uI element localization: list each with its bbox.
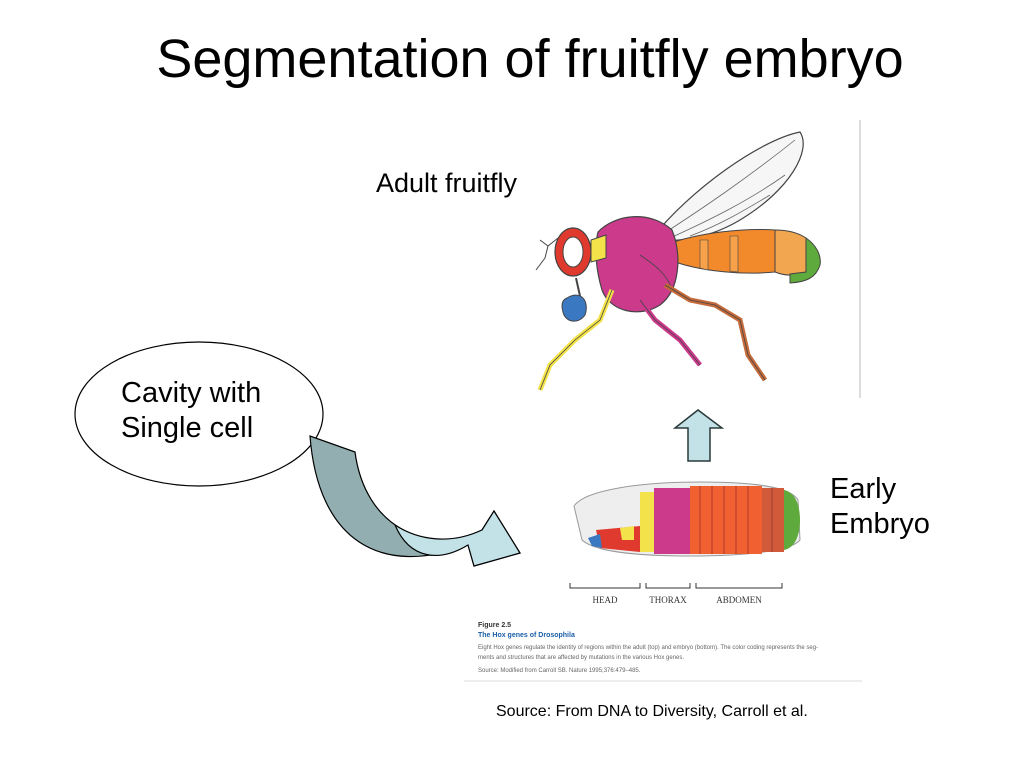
cavity-ellipse: [74, 341, 324, 487]
caption-line-2: ments and structures that are affected b…: [478, 655, 684, 661]
hind-leg: [663, 282, 768, 382]
abdomen-segment: [729, 235, 739, 273]
slide-title: Segmentation of fruitfly embryo: [156, 29, 904, 89]
cavity-label-line1: Cavity with: [121, 377, 262, 409]
curved-arrow: [309, 435, 521, 567]
caption-figure-number: Figure 2.5: [478, 622, 511, 629]
embryo-band-yellow: [640, 492, 654, 552]
abdomen-hatched: [774, 229, 807, 276]
source-citation: Source: From DNA to Diversity, Carroll e…: [496, 703, 808, 720]
fly-eye: [562, 236, 584, 268]
thorax-region-label: THORAX: [649, 595, 687, 605]
head-region-label: HEAD: [593, 595, 618, 605]
abdomen-segment: [699, 239, 709, 271]
head-bracket: [569, 583, 641, 589]
early-embryo-label-line2: Embryo: [830, 507, 930, 540]
embryo-illustration: [573, 481, 801, 557]
caption-source: Source: Modified from Carroll SB. Nature…: [478, 668, 641, 674]
caption-title: The Hox genes of Drosophila: [478, 632, 575, 639]
caption-line-1: Eight Hox genes regulate the identity of…: [478, 645, 818, 651]
abdomen-bracket: [695, 583, 783, 589]
embryo-head-yellow: [620, 526, 634, 540]
abdomen-region-label: ABDOMEN: [716, 595, 762, 605]
front-leg-outline: [539, 289, 613, 391]
adult-fruitfly-illustration: [535, 131, 821, 391]
cavity-label-line2: Single cell: [121, 411, 254, 444]
wing-veins: [659, 139, 796, 239]
early-embryo-label: Early Embryo: [830, 472, 930, 542]
middle-leg-outline: [639, 299, 701, 366]
cavity-label: Cavity with Single cell: [121, 376, 261, 446]
thorax-magenta: [595, 216, 679, 313]
embryo-band-orange: [690, 486, 762, 554]
thorax-bracket: [645, 583, 691, 589]
proboscis-stalk: [575, 277, 581, 297]
embryo-head-blue: [588, 534, 602, 548]
early-embryo-label-line1: Early: [830, 473, 897, 505]
fly-neck: [590, 234, 607, 263]
embryo-band-dark-orange: [762, 488, 784, 552]
fly-proboscis: [561, 294, 587, 322]
embryo-band-magenta: [654, 488, 690, 554]
embryo-band-green: [784, 490, 800, 550]
curved-arrow-head: [393, 509, 521, 567]
fly-antenna: [535, 237, 559, 271]
up-arrow: [672, 409, 725, 462]
adult-fruitfly-label: Adult fruitfly: [376, 168, 518, 198]
hind-leg-outline: [664, 284, 766, 381]
wing-shape: [650, 131, 804, 241]
abdomen-tip-green: [789, 237, 821, 284]
